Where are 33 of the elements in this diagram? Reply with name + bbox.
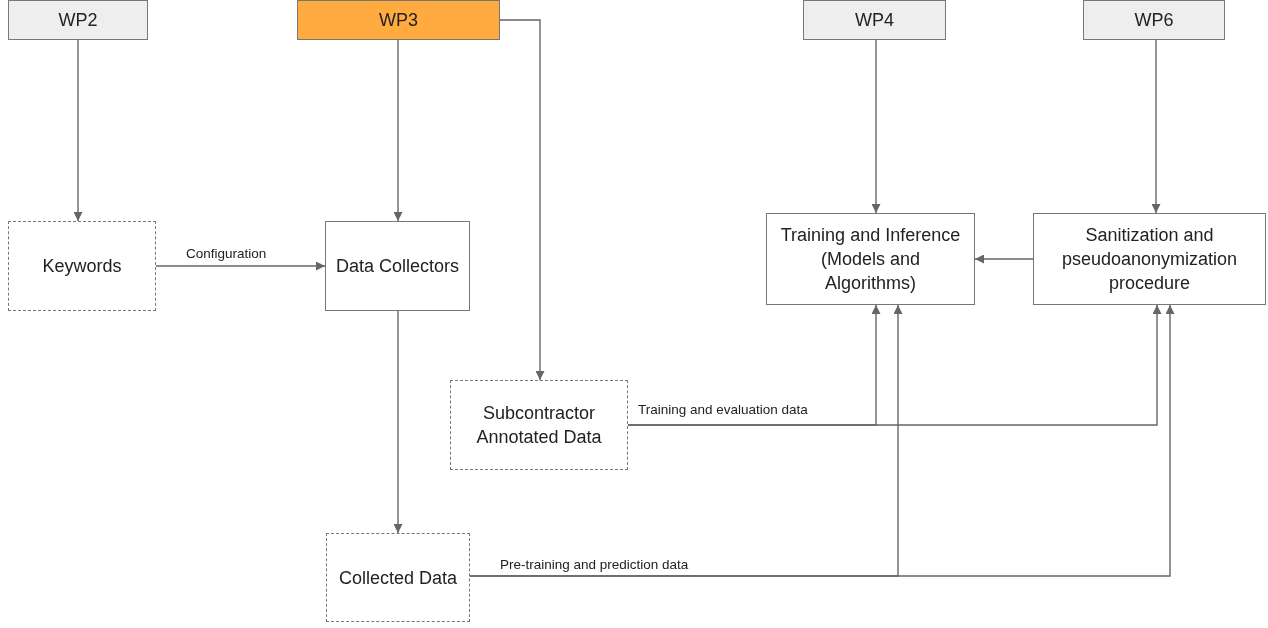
arrow [871,39,881,214]
box-label: WP3 [379,9,418,32]
arrow [393,39,403,222]
arrow [469,304,1175,577]
box-label: Subcontractor Annotated Data [475,402,603,449]
arrow [499,19,545,381]
box-label: WP6 [1134,9,1174,32]
edge-label: Training and evaluation data [638,402,808,417]
arrow [1151,39,1161,214]
box-label: WP4 [855,9,894,32]
box-label: Collected Data [338,566,458,590]
box-label: WP2 [58,9,98,32]
arrow [73,39,83,222]
work-package-box [1083,0,1225,40]
arrow [155,261,326,271]
edge-label: Configuration [186,246,267,261]
process-box [325,221,470,311]
data-box [450,380,628,470]
data-box [8,221,156,311]
work-package-box [297,0,500,40]
box-label: Data Collectors [335,255,459,278]
work-package-box [8,0,148,40]
process-box [1033,213,1266,305]
box-label: Keywords [42,255,122,278]
work-package-box [803,0,946,40]
process-box [766,213,975,305]
box-label: Sanitization and pseudoanonymization procedure [1060,224,1239,295]
edge-label: Pre-training and prediction data [500,557,689,572]
arrow [627,304,1162,426]
box-label: Training and Inference (Models and Algorithms) [779,224,962,295]
arrow [974,254,1034,264]
data-box [326,533,470,622]
arrow [393,310,403,534]
